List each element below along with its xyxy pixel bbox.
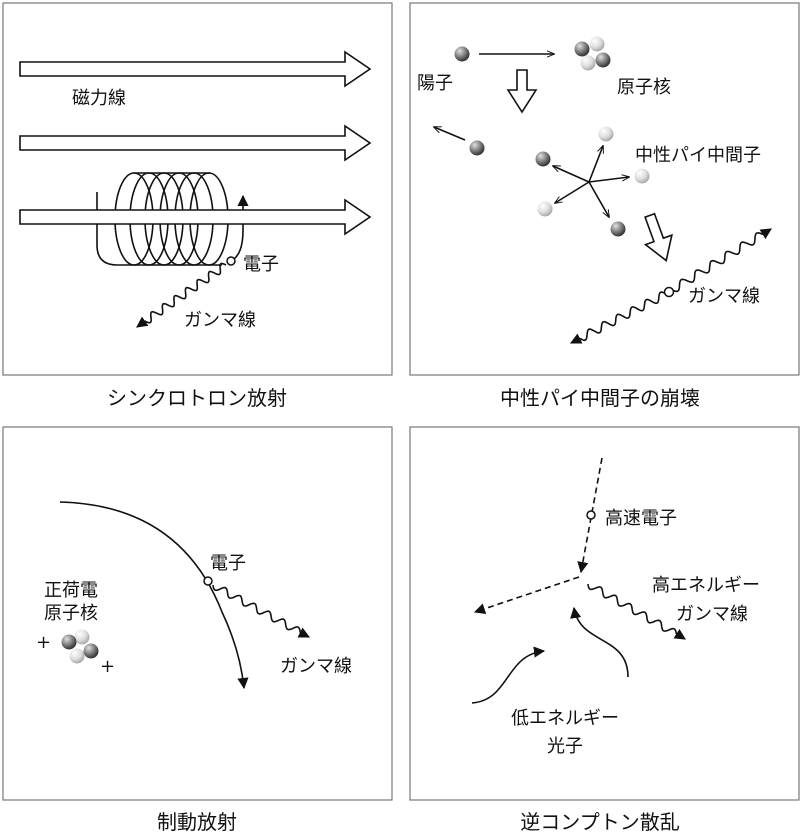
- pion-particle: [535, 151, 551, 167]
- pion-particle: [634, 168, 650, 184]
- gamma-ray-wave: [671, 228, 772, 293]
- high-energy-label-line1: 高エネルギー: [652, 575, 760, 596]
- decay-arrows: [553, 146, 629, 217]
- gamma-ray-wave: [569, 291, 667, 344]
- field-line-arrow: [19, 124, 372, 162]
- low-energy-label-line1: 低エネルギー: [511, 708, 619, 729]
- nucleus-label-line2: 原子核: [44, 603, 98, 624]
- gamma-ray-wave: [212, 584, 311, 638]
- caption-pion-decay: 中性パイ中間子の崩壊: [500, 386, 700, 410]
- high-energy-label-line2: ガンマ線: [676, 604, 748, 625]
- nucleus-label: 原子核: [617, 77, 671, 98]
- gamma-ray-wave: [587, 583, 686, 640]
- plus-sign: +: [36, 632, 51, 653]
- fast-electron-label: 高速電子: [605, 508, 677, 529]
- hollow-down-arrow: [506, 69, 538, 114]
- pion-particle: [537, 201, 553, 217]
- caption-synchrotron: シンクロトロン放射: [107, 386, 287, 410]
- pion-particle: [598, 126, 614, 142]
- pion-label: 中性パイ中間子: [635, 145, 761, 166]
- proton-particle: [469, 140, 485, 156]
- panel-pion-decay: 陽子 原子核 中性パイ中間子 ガンマ線 中性パイ中間子の崩壊: [409, 2, 800, 410]
- gamma-ray-wave: [136, 262, 227, 328]
- field-line-arrow: [19, 50, 372, 88]
- low-energy-photon-arrow: [471, 646, 546, 704]
- electron-dot: [586, 510, 596, 520]
- proton-label: 陽子: [417, 73, 453, 94]
- gamma-label: ガンマ線: [688, 286, 760, 307]
- low-energy-label-line2: 光子: [547, 736, 583, 757]
- electron-dot: [226, 256, 236, 266]
- electron-dot: [203, 576, 213, 586]
- gamma-label: ガンマ線: [280, 656, 352, 677]
- hollow-diagonal-arrow: [643, 212, 673, 262]
- electron-label: 電子: [210, 553, 246, 574]
- caption-inverse-compton: 逆コンプトン散乱: [520, 810, 679, 834]
- panel-synchrotron: 磁力線 電子 ガンマ線 シンクロトロン放射: [2, 2, 393, 410]
- panel-inverse-compton: 高速電子 高エネルギー ガンマ線 低エネルギー 光子 逆コンプトン散乱: [409, 426, 800, 834]
- decay-point: [663, 286, 675, 298]
- caption-bremsstrahlung: 制動放射: [157, 810, 237, 834]
- field-lines-label: 磁力線: [72, 88, 126, 109]
- proton-particle: [454, 46, 470, 62]
- pion-particle: [610, 221, 626, 237]
- nucleus-particles: [574, 36, 611, 71]
- nucleus-label-line1: 正荷電: [44, 580, 98, 601]
- low-energy-photon-arrow: [570, 606, 629, 678]
- field-line-arrow: [19, 198, 372, 236]
- nucleus-particles: [61, 629, 99, 664]
- panel-bremsstrahlung: 電子 ガンマ線 正荷電 原子核 + + 制動放射: [2, 426, 393, 834]
- panel-frame: [2, 426, 393, 801]
- electron-label: 電子: [243, 254, 279, 275]
- gamma-label: ガンマ線: [184, 310, 256, 331]
- scattered-proton-arrow: [434, 127, 466, 141]
- electron-outgoing-path: [473, 576, 580, 615]
- plus-sign: +: [100, 656, 115, 677]
